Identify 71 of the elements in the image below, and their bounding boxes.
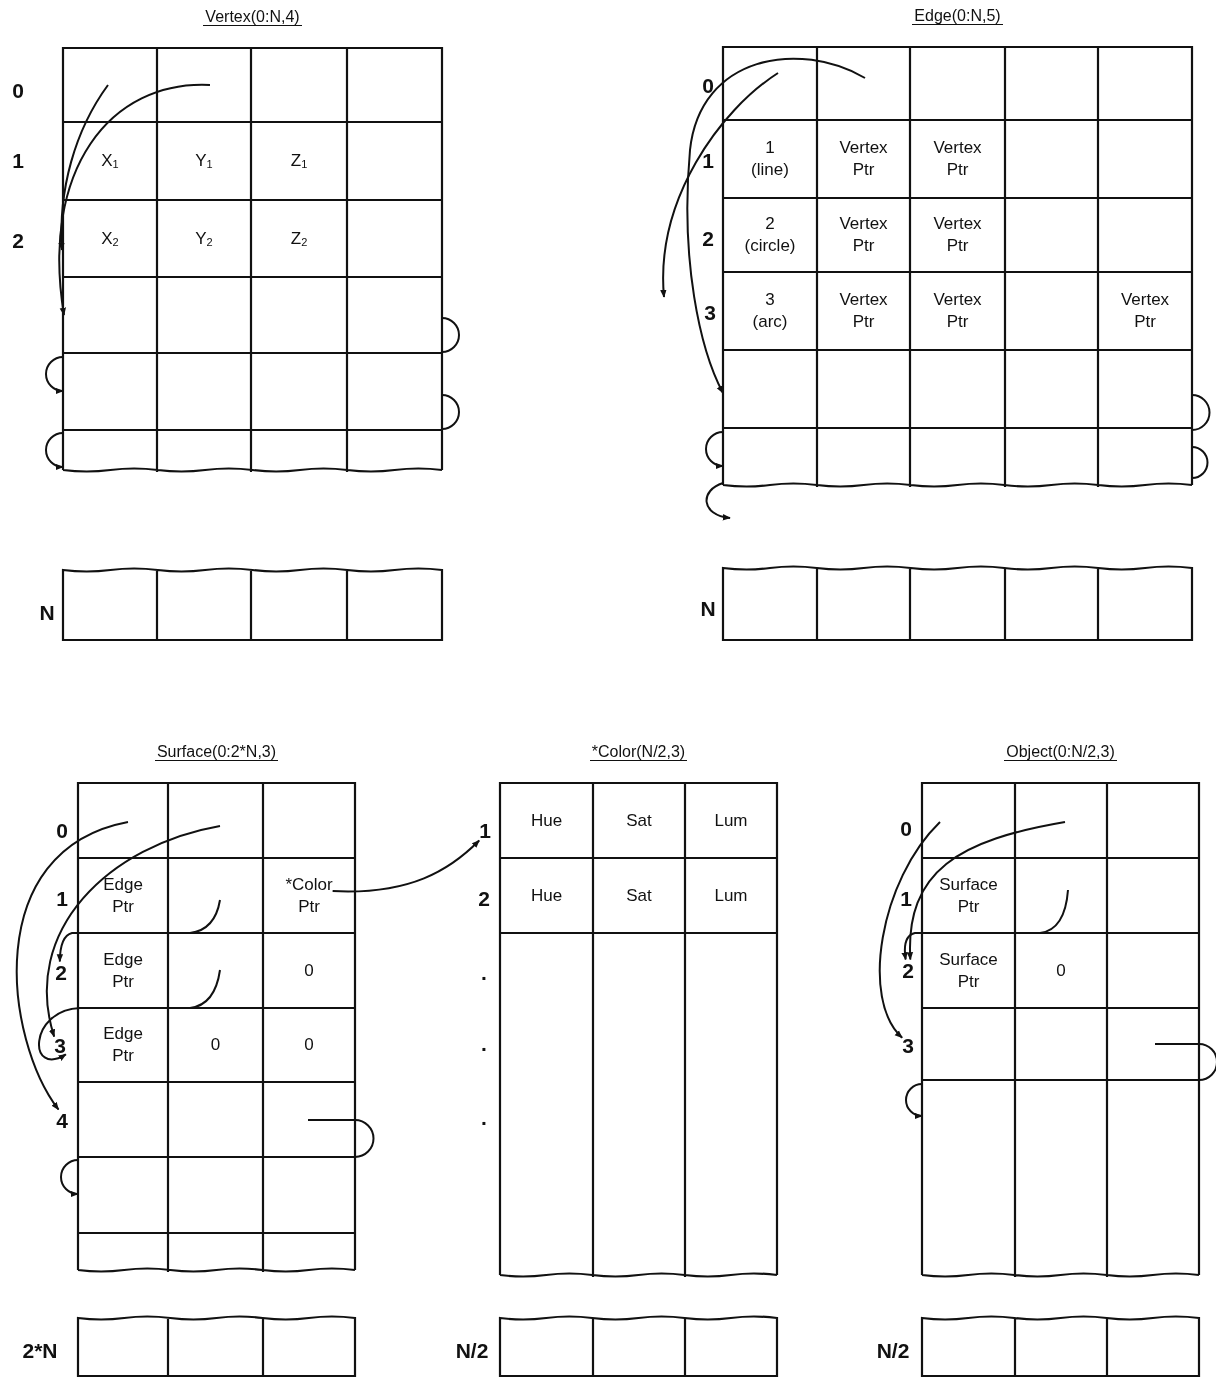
row-index: N: [39, 601, 55, 623]
pointer-arrow: [45, 825, 221, 1038]
cell-text: Surface Ptr: [939, 948, 998, 993]
cell-text: 2 (circle): [744, 212, 796, 258]
cell-text: Vertex Ptr: [933, 288, 982, 334]
row-index: 2: [478, 887, 490, 909]
cell-text: 0: [1056, 959, 1066, 982]
pointer-arrow: [56, 899, 221, 963]
cell-text: 1 (line): [751, 136, 789, 182]
row-index: 2*N: [22, 1339, 58, 1361]
row-index: 0: [12, 79, 24, 101]
row-index: 0: [702, 74, 714, 96]
pointer-arrow: [331, 839, 481, 893]
row-index: 2: [55, 961, 67, 983]
cell-text: Y$_{1}$: [195, 149, 213, 173]
cell-text: Hue: [530, 809, 563, 832]
cell-text: Vertex Ptr: [933, 136, 982, 182]
cell-text: Vertex Ptr: [1120, 288, 1170, 334]
cell-text: Surface Ptr: [939, 873, 998, 918]
pointer-arrow: [38, 969, 221, 1061]
table-title: Edge(0:N,5): [912, 7, 1003, 25]
row-index: N/2: [876, 1339, 910, 1361]
row-index: 1: [702, 149, 714, 171]
cell-text: Edge Ptr: [103, 1022, 143, 1068]
cell-text: *Color Ptr: [285, 873, 333, 918]
row-index: 1: [479, 819, 491, 841]
pointer-arrow: [907, 821, 1066, 961]
cell-text: Vertex Ptr: [839, 288, 888, 334]
cell-text: Sat: [626, 809, 652, 832]
row-index: 2: [902, 959, 914, 981]
cell-text: Lum: [714, 884, 748, 907]
cell-text: 0: [304, 1033, 314, 1057]
row-index: 3: [704, 301, 716, 323]
row-index: .: [481, 961, 487, 983]
pointer-arrow: [901, 889, 1069, 961]
cell-text: Sat: [626, 884, 652, 907]
row-index: 2: [12, 229, 24, 251]
table-title: *Color(N/2,3): [589, 743, 688, 761]
row-index: 1: [56, 887, 68, 909]
cell-text: 3 (arc): [752, 288, 788, 334]
cell-text: Z$_{2}$: [290, 227, 308, 250]
cell-text: 0: [304, 959, 314, 982]
table-title: Surface(0:2*N,3): [154, 743, 279, 761]
row-index: N/2: [455, 1339, 489, 1361]
row-index: 2: [702, 227, 714, 249]
row-index: N: [700, 597, 716, 619]
table-title: Vertex(0:N,4): [203, 8, 302, 26]
cell-text: Vertex Ptr: [839, 136, 888, 182]
cell-text: X$_{1}$: [101, 149, 119, 173]
cell-text: Hue: [530, 884, 563, 907]
cell-text: Edge Ptr: [103, 948, 143, 993]
cell-text: Edge Ptr: [103, 873, 143, 918]
row-index: 1: [12, 149, 24, 171]
pointer-arrow: [15, 821, 129, 1111]
row-index: 1: [900, 887, 912, 909]
cell-text: Y$_{2}$: [195, 227, 213, 250]
row-index: 3: [54, 1034, 66, 1056]
cell-text: Lum: [714, 809, 748, 832]
row-index: 4: [56, 1109, 68, 1131]
cell-text: X$_{2}$: [101, 227, 119, 250]
table-title: Object(0:N/2,3): [1004, 743, 1117, 761]
cell-text: 0: [210, 1033, 221, 1057]
row-index: 0: [900, 817, 912, 839]
row-index: 3: [902, 1034, 914, 1056]
row-index: .: [481, 1106, 487, 1128]
row-index: .: [481, 1032, 487, 1054]
row-index: 0: [56, 819, 68, 841]
cell-text: Z$_{1}$: [290, 149, 308, 173]
pointer-arrow: [878, 821, 941, 1039]
cell-text: Vertex Ptr: [839, 212, 888, 258]
cell-text: Vertex Ptr: [933, 212, 982, 258]
